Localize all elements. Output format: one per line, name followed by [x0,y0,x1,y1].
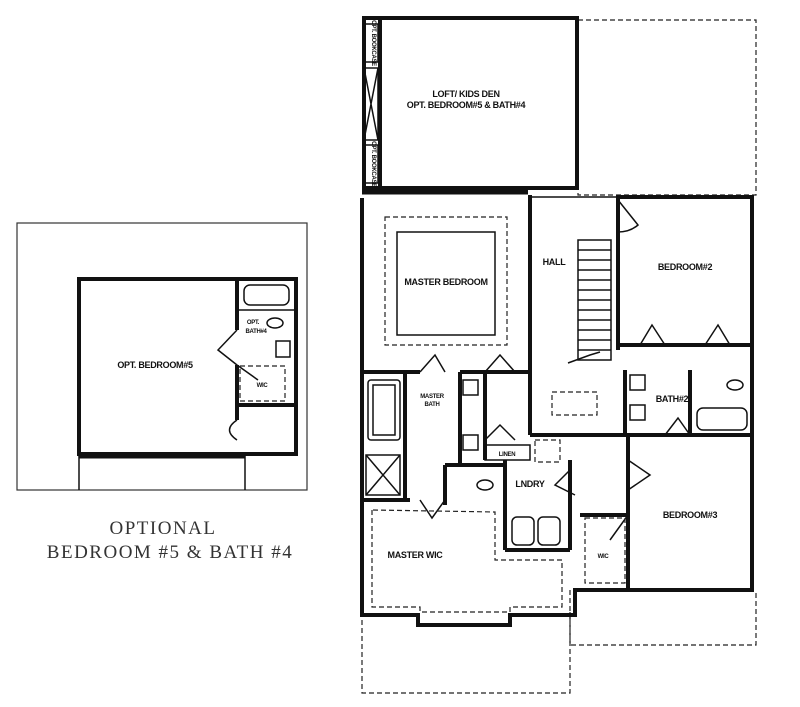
tray-ceiling-inner [396,231,496,336]
inset-toilet [266,317,284,329]
inset-bathtub [243,284,290,306]
main-floor-plan: LOFT/ KIDS DEN OPT. BEDROOM#5 & BATH#4 O… [360,16,757,694]
bookcase-bottom [363,144,379,184]
inset-bath-label-2: BATH#4 [245,329,267,335]
master-shower [365,454,401,496]
inset-caption-line1: OPTIONAL [110,518,217,539]
washer [511,516,535,546]
tray-ceiling-outer [384,216,508,346]
inset-sink [275,340,291,358]
bedroom3-label: BEDROOM#3 [663,510,718,520]
inset-caption-line2: BEDROOM #5 & BATH #4 [47,542,293,563]
wic-label: WIC [598,554,610,560]
inset-bath-label-1: OPT. [247,320,260,326]
bedroom2-label: BEDROOM#2 [658,262,713,272]
inset-frame [16,222,308,491]
bookcase-top-label: OPT. BOOKCASE [370,20,376,66]
master-toilet [476,479,494,491]
optional-bedroom-inset: OPT. BEDROOM#5 OPT. BATH#4 WIC [16,222,308,491]
master-bath-label: MASTER [420,394,445,400]
inset-door [216,329,238,366]
master-bedroom-label: MASTER BEDROOM [404,277,487,287]
hall-label: HALL [543,257,567,267]
master-wic-label: MASTER WIC [388,550,444,560]
inset-closet-label: WIC [257,383,269,389]
loft-label-2: OPT. BEDROOM#5 & BATH#4 [407,100,526,110]
bookcase-bottom-label: OPT. BOOKCASE [370,141,376,187]
laundry-label: LNDRY [515,479,544,489]
dryer [537,516,561,546]
bookcase-top [363,23,379,63]
bath2-tub [696,407,748,431]
linen-closet [484,444,531,461]
inset-room-label: OPT. BEDROOM#5 [117,360,193,370]
stair-treads [578,249,611,351]
linen-label: LINEN [499,452,516,458]
bath2-label: BATH#2 [656,394,689,404]
master-tub [367,379,401,441]
open-to-below-area [577,19,757,196]
attic-access [551,391,598,416]
master-wic-shelving [371,509,563,613]
master-bath-label-2: BATH [424,402,439,408]
loft-label: LOFT/ KIDS DEN [432,89,499,99]
